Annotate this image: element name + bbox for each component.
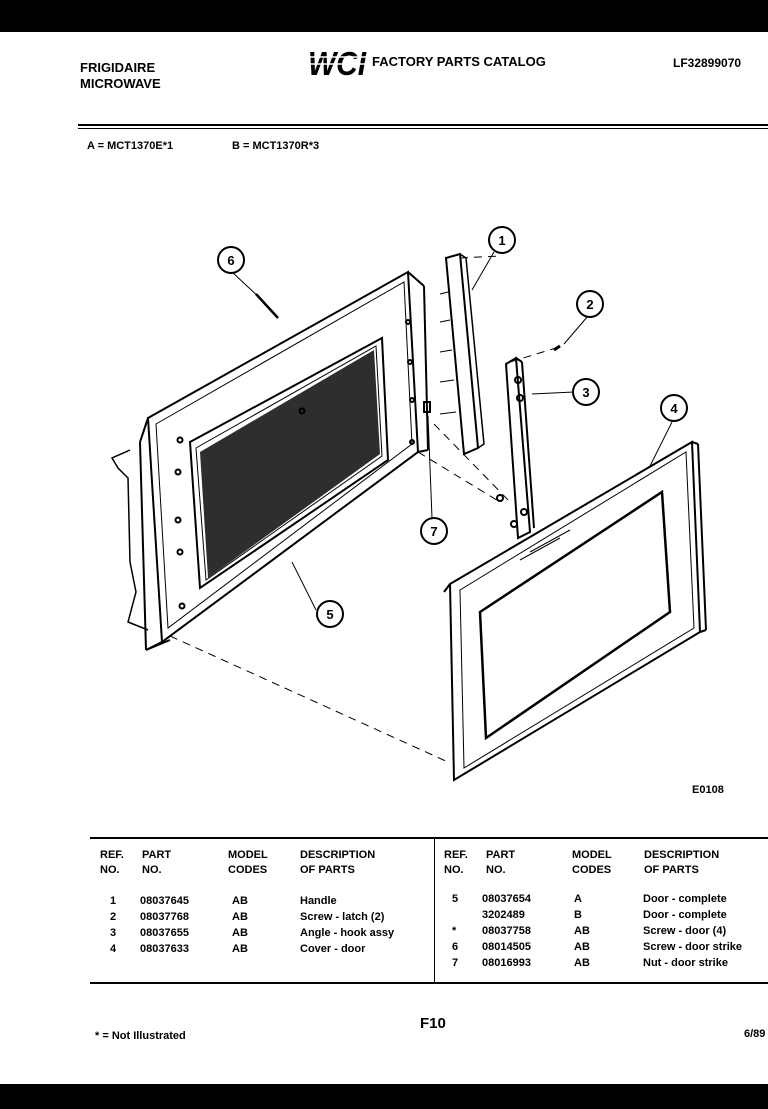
left-row-3-codes: AB bbox=[232, 927, 248, 939]
catalog-page: { "header": { "brand_line1": "FRIGIDAIRE… bbox=[0, 32, 768, 1084]
left-row-1-ref: 1 bbox=[110, 895, 117, 907]
callout-2-label: 2 bbox=[586, 297, 593, 312]
right-row-4-ref: 6 bbox=[452, 941, 459, 953]
logo-text: WCI bbox=[308, 46, 367, 80]
left-row-3-ref: 3 bbox=[110, 927, 117, 939]
table-bottom-rule bbox=[90, 982, 768, 984]
catalog-title: FACTORY PARTS CATALOG bbox=[372, 54, 546, 69]
right-row-3-desc: Screw - door (4) bbox=[643, 925, 727, 937]
callout-3-label: 3 bbox=[582, 385, 589, 400]
diagram-code: E0108 bbox=[692, 784, 724, 796]
revision-date: 6/89 bbox=[744, 1028, 766, 1040]
not-illustrated-note: * = Not Illustrated bbox=[95, 1030, 186, 1042]
right-row-4-part: 08014505 bbox=[482, 941, 531, 953]
catalog-number: LF32899070 bbox=[673, 56, 742, 70]
left-row-4-part: 08037633 bbox=[140, 943, 189, 955]
header-ref: REF.NO. bbox=[100, 849, 124, 876]
callout-2 bbox=[576, 290, 604, 318]
latch-screw-part bbox=[553, 344, 561, 352]
product-type: MICROWAVE bbox=[80, 76, 161, 91]
door-strike-nut-part bbox=[423, 401, 431, 413]
right-row-1-desc: Door - complete bbox=[643, 893, 727, 905]
brand-block: FRIGIDAIRE MICROWAVE bbox=[80, 60, 161, 92]
callout-4-label: 4 bbox=[670, 401, 678, 416]
right-row-2-desc: Door - complete bbox=[643, 909, 727, 921]
left-row-3-desc: Angle - hook assy bbox=[300, 927, 395, 939]
right-row-4-codes: AB bbox=[574, 941, 590, 953]
model-b: B = MCT1370R*3 bbox=[232, 140, 320, 152]
left-row-2-desc: Screw - latch (2) bbox=[300, 911, 385, 923]
left-row-4-desc: Cover - door bbox=[300, 943, 366, 955]
right-row-3-ref: * bbox=[452, 925, 457, 937]
callout-1-label: 1 bbox=[498, 233, 505, 248]
callout-6 bbox=[217, 246, 245, 274]
callout-4 bbox=[660, 394, 688, 422]
left-row-1-part: 08037645 bbox=[140, 895, 189, 907]
left-row-2-ref: 2 bbox=[110, 911, 117, 923]
left-row-1-codes: AB bbox=[232, 895, 248, 907]
right-row-5-desc: Nut - door strike bbox=[643, 957, 728, 969]
right-row-2-codes: B bbox=[574, 909, 582, 921]
left-row-1-desc: Handle bbox=[300, 895, 337, 907]
left-row-3-part: 08037655 bbox=[140, 927, 189, 939]
door-frame-part bbox=[110, 270, 429, 651]
right-row-5-ref: 7 bbox=[452, 957, 459, 969]
left-row-2-codes: AB bbox=[232, 911, 248, 923]
handle-part bbox=[439, 252, 485, 456]
right-row-3-part: 08037758 bbox=[482, 925, 531, 937]
table-column-divider bbox=[434, 838, 435, 984]
right-row-1-codes: A bbox=[574, 893, 582, 905]
callout-3 bbox=[572, 378, 600, 406]
exploded-parts-diagram: 1 2 3 4 5 6 7 bbox=[110, 226, 707, 782]
callout-1 bbox=[488, 226, 516, 254]
right-row-2-part: 3202489 bbox=[482, 909, 525, 921]
model-a: A = MCT1370E*1 bbox=[87, 140, 174, 152]
left-row-4-codes: AB bbox=[232, 943, 248, 955]
callout-5 bbox=[316, 600, 344, 628]
right-row-1-part: 08037654 bbox=[482, 893, 531, 905]
right-row-3-codes: AB bbox=[574, 925, 590, 937]
callout-5-label: 5 bbox=[326, 607, 333, 622]
right-row-5-part: 08016993 bbox=[482, 957, 531, 969]
door-cover-part bbox=[443, 440, 707, 782]
callout-7 bbox=[420, 517, 448, 545]
callout-6-label: 6 bbox=[227, 253, 234, 268]
callout-7-label: 7 bbox=[430, 524, 437, 539]
header-rule-thick bbox=[78, 124, 768, 126]
left-row-4-ref: 4 bbox=[110, 943, 117, 955]
page-number: F10 bbox=[420, 1015, 446, 1032]
hook-angle-part bbox=[496, 356, 535, 540]
right-row-5-codes: AB bbox=[574, 957, 590, 969]
table-top-rule bbox=[90, 837, 768, 839]
wci-logo: WCI bbox=[308, 46, 367, 80]
header-ref-right: REF.NO. bbox=[444, 849, 468, 876]
brand-name: FRIGIDAIRE bbox=[80, 60, 156, 75]
right-row-4-desc: Screw - door strike bbox=[643, 941, 743, 953]
right-row-1-ref: 5 bbox=[452, 893, 459, 905]
header-rule-thin bbox=[78, 128, 768, 129]
left-row-2-part: 08037768 bbox=[140, 911, 189, 923]
